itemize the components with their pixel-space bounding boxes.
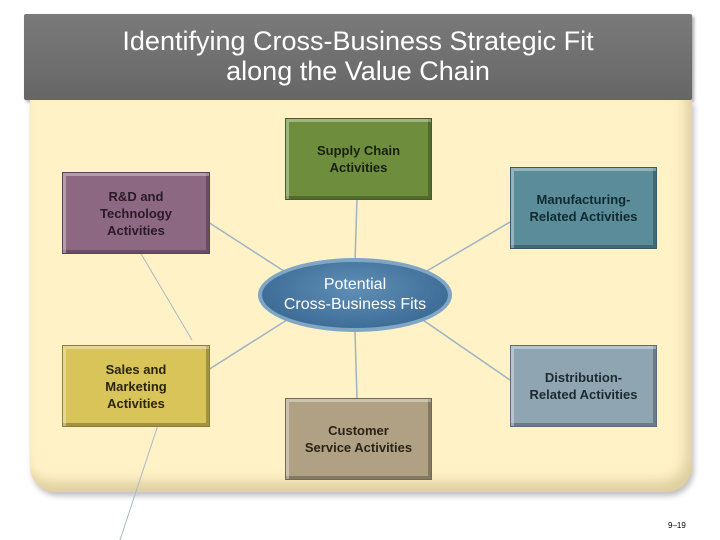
title-bar: Identifying Cross-Business Strategic Fit…	[24, 14, 692, 100]
stray-line-1	[139, 251, 193, 341]
connector-dist	[419, 317, 511, 381]
manufacturing-box: Manufacturing- Related Activities	[510, 167, 657, 249]
connector-supply	[354, 197, 358, 263]
sales-marketing-label: Sales and Marketing Activities	[105, 361, 167, 411]
connector-mfg	[419, 221, 511, 276]
distribution-label: Distribution- Related Activities	[529, 370, 638, 402]
center-ellipse: Potential Cross-Business Fits	[258, 258, 452, 332]
customer-service-label: Customer Service Activities	[304, 423, 413, 455]
connector-rnd	[207, 221, 291, 276]
rnd-technology-label: R&D and Technology Activities	[100, 188, 172, 238]
stray-line-2	[119, 424, 159, 540]
page-number: 9–19	[668, 521, 686, 530]
supply-chain-label: Supply Chain Activities	[316, 143, 401, 175]
center-line-1: Potential	[323, 276, 387, 293]
connector-sales	[207, 317, 291, 371]
center-line-2: Cross-Business Fits	[283, 296, 427, 313]
title-line-2: along the Value Chain	[226, 56, 490, 86]
distribution-box: Distribution- Related Activities	[510, 345, 657, 427]
sales-marketing-box: Sales and Marketing Activities	[62, 345, 210, 427]
manufacturing-label: Manufacturing- Related Activities	[529, 192, 638, 224]
rnd-technology-box: R&D and Technology Activities	[62, 172, 210, 254]
supply-chain-box: Supply Chain Activities	[285, 118, 432, 200]
connector-customer	[354, 331, 358, 399]
title-line-1: Identifying Cross-Business Strategic Fit	[122, 26, 594, 56]
customer-service-box: Customer Service Activities	[285, 398, 432, 480]
